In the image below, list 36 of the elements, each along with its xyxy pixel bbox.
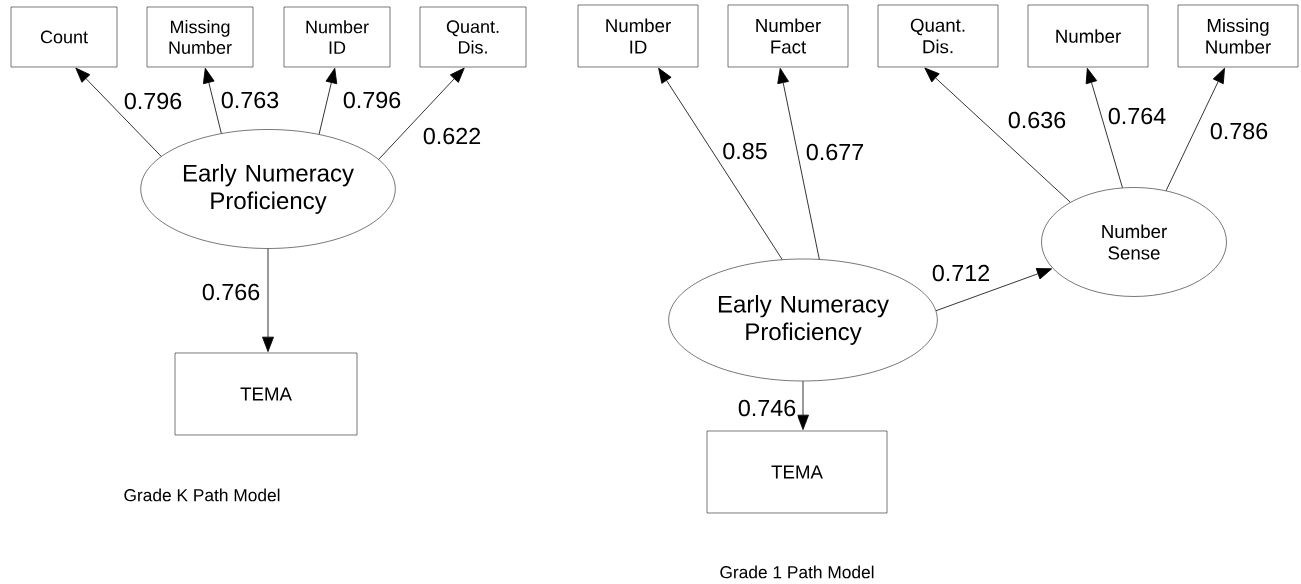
edge-label: 0.796 <box>122 91 184 111</box>
arrow <box>797 380 809 430</box>
arrow <box>318 67 338 135</box>
arrow <box>924 67 1071 203</box>
arrow <box>262 248 274 352</box>
arrow <box>1165 67 1225 191</box>
measure-box: Missing Number <box>1177 4 1299 68</box>
measure-box: Count <box>10 6 118 68</box>
measure-box: Number ID <box>283 6 391 68</box>
arrow <box>658 67 783 260</box>
measure-box: TEMA <box>174 352 358 436</box>
measure-box: Number Fact <box>727 4 849 68</box>
edge-label: 0.622 <box>421 126 483 146</box>
edge-label: 0.85 <box>720 141 770 161</box>
edge-label: 0.636 <box>1006 110 1068 130</box>
edge-label: 0.764 <box>1106 106 1168 126</box>
edge-label: 0.763 <box>219 90 281 110</box>
edge-label: 0.796 <box>341 90 403 110</box>
edge-label: 0.746 <box>736 398 798 418</box>
edge-label: 0.786 <box>1208 121 1270 141</box>
arrow <box>935 268 1053 312</box>
measure-box: Number <box>1027 4 1149 68</box>
measure-box: Missing Number <box>146 6 254 68</box>
edge-label: 0.766 <box>200 282 262 302</box>
measure-box: TEMA <box>706 430 888 514</box>
arrow <box>203 67 222 134</box>
arrow <box>1085 67 1123 189</box>
model-caption: Grade 1 Path Model <box>720 565 874 579</box>
arrow <box>75 67 162 157</box>
measure-box: Quant. Dis. <box>419 6 527 68</box>
measure-box: Number ID <box>577 4 699 68</box>
arrow <box>378 67 465 160</box>
model-caption: Grade K Path Model <box>124 488 280 502</box>
arrow <box>777 67 820 260</box>
measure-box: Quant. Dis. <box>877 4 999 68</box>
edge-label: 0.677 <box>804 142 866 162</box>
